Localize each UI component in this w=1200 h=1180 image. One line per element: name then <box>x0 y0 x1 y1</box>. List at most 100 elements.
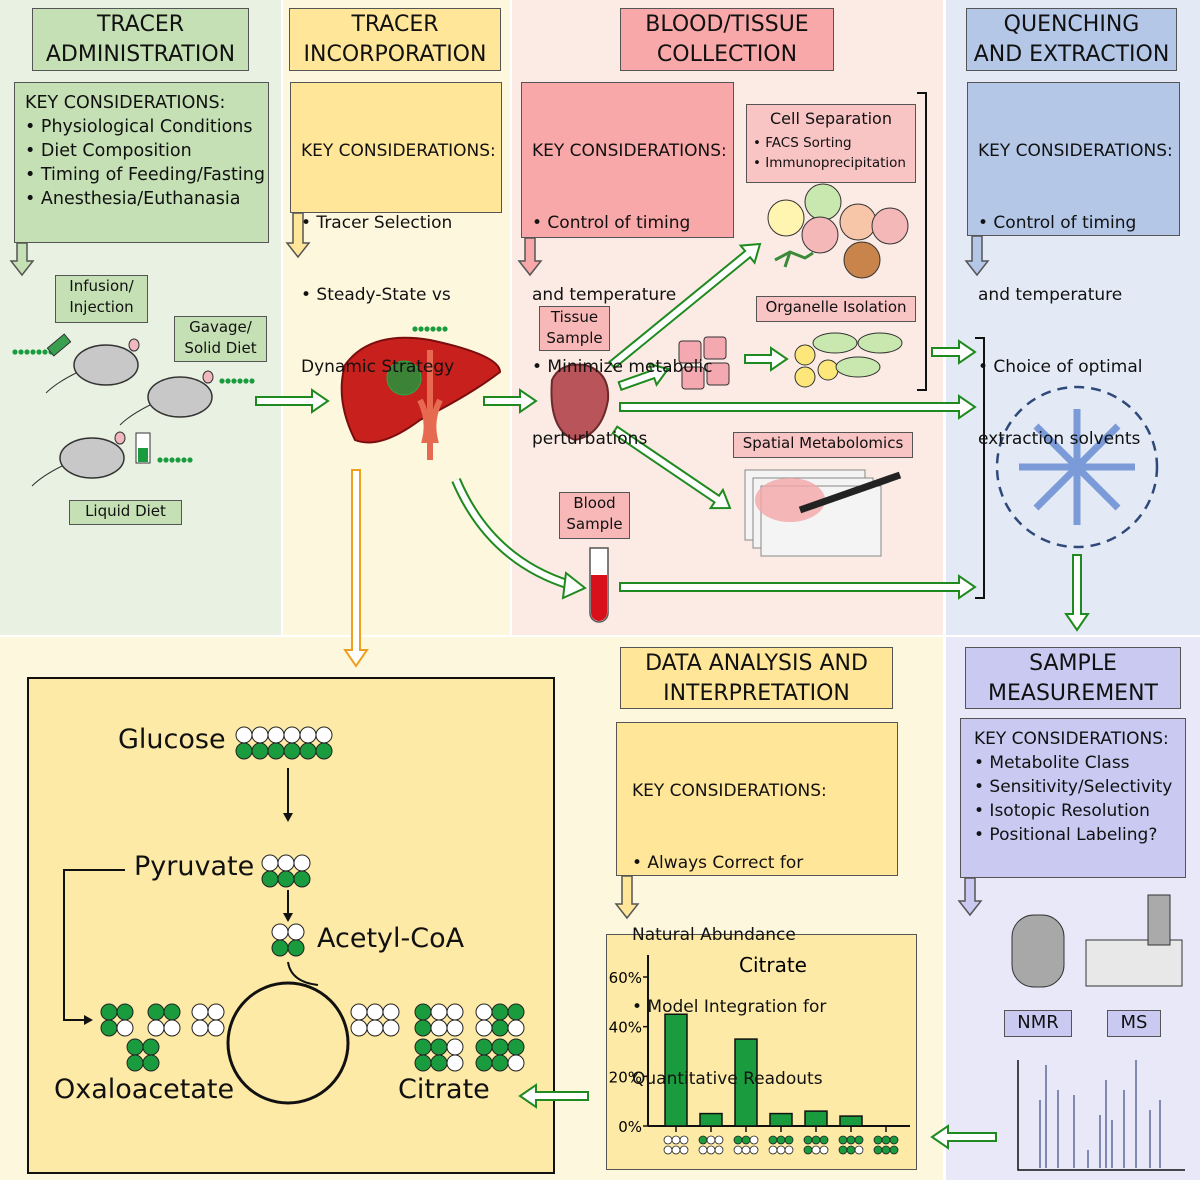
chart-title: Citrate <box>739 953 807 977</box>
key-item: Dynamic Strategy <box>301 357 455 377</box>
title-line: DATA ANALYSIS AND <box>645 651 868 676</box>
citrate-carbon-icon <box>507 1038 525 1056</box>
title-line: TRACER <box>96 12 185 37</box>
flow-arrow <box>931 339 977 365</box>
glucose-carbon-icon <box>283 726 301 744</box>
label-spatial-metabolomics: Spatial Metabolomics <box>733 432 913 458</box>
glucose-carbon-icon <box>315 742 333 760</box>
citrate-carbon-icon <box>475 1038 493 1056</box>
title-tracer-administration: TRACER ADMINISTRATION <box>32 8 249 71</box>
title-line: QUENCHING <box>1003 12 1140 37</box>
bottle-liquid-icon <box>138 448 148 462</box>
oxaloacetate-carbon-icon <box>163 1019 181 1037</box>
cell-icon <box>681 366 705 390</box>
cell-icon <box>804 183 842 221</box>
key-considerations-collection: KEY CONSIDERATIONS: • Control of timing … <box>521 82 734 449</box>
key-item: • Control of timing <box>532 213 691 233</box>
citrate-carbon-icon <box>366 1003 384 1021</box>
flow-arrow <box>518 1083 589 1109</box>
title-line: MEASUREMENT <box>988 681 1158 706</box>
probe-icon <box>798 471 902 514</box>
key-item: • Timing of Feeding/Fasting <box>25 165 265 185</box>
callout-pointer <box>517 237 543 277</box>
key-item: • Positional Labeling? <box>974 825 1158 845</box>
key-considerations-administration: KEY CONSIDERATIONS: • Physiological Cond… <box>14 82 269 243</box>
mouse-ear-icon <box>114 431 126 445</box>
label-line: Infusion/ <box>69 277 134 295</box>
key-item: perturbations <box>532 429 648 449</box>
title-quenching-extraction: QUENCHING AND EXTRACTION <box>966 8 1177 71</box>
oxaloacetate-carbon-icon <box>142 1054 160 1072</box>
flow-arrow <box>483 388 538 414</box>
x-label-carbon-icon <box>846 1135 856 1145</box>
mouse-icon <box>147 376 213 418</box>
label-line: Injection <box>69 298 134 316</box>
x-label-carbon-icon <box>803 1145 813 1155</box>
title-line: BLOOD/TISSUE <box>645 12 809 37</box>
label-pyruvate: Pyruvate <box>134 851 255 882</box>
citrate-carbon-icon <box>382 1019 400 1037</box>
citrate-carbon-icon <box>475 1054 493 1072</box>
neuron-icon <box>774 250 814 268</box>
tracer-dot-icon <box>157 457 163 463</box>
mouse-tail-icon <box>31 465 63 487</box>
chart-frame <box>606 934 917 1170</box>
cell-icon <box>767 199 805 237</box>
label-line: Sample <box>546 329 603 347</box>
mitochondria-icon <box>857 332 903 354</box>
tracer-dot-icon <box>18 349 24 355</box>
tracer-dot-icon <box>12 349 18 355</box>
title-line: AND EXTRACTION <box>973 42 1170 67</box>
citrate-carbon-icon <box>507 1054 525 1072</box>
glucose-carbon-icon <box>315 726 333 744</box>
callout-pointer <box>964 235 990 277</box>
x-label-carbon-icon <box>819 1135 829 1145</box>
callout-pointer <box>9 242 35 277</box>
pyruvate-carbon-icon <box>261 870 279 888</box>
flow-arrow <box>930 1124 997 1150</box>
x-label-carbon-icon <box>854 1145 864 1155</box>
glucose-carbon-icon <box>235 726 253 744</box>
oxaloacetate-carbon-icon <box>207 1019 225 1037</box>
x-label-carbon-icon <box>776 1145 786 1155</box>
citrate-carbon-icon <box>446 1054 464 1072</box>
snowflake-icon <box>1074 423 1121 470</box>
tracer-dot-icon <box>442 326 448 332</box>
key-item: • Anesthesia/Euthanasia <box>25 189 241 209</box>
syringe-icon <box>46 333 72 357</box>
glucose-carbon-icon <box>251 726 269 744</box>
oxaloacetate-carbon-icon <box>142 1038 160 1056</box>
citrate-carbon-icon <box>475 1003 493 1021</box>
key-considerations-incorporation: KEY CONSIDERATIONS: • Tracer Selection •… <box>290 82 502 377</box>
x-label-carbon-icon <box>749 1145 759 1155</box>
citrate-carbon-icon <box>507 1019 525 1037</box>
key-heading: KEY CONSIDERATIONS: <box>974 729 1169 749</box>
oxaloacetate-carbon-icon <box>100 1003 118 1021</box>
mouse-icon <box>73 344 139 386</box>
callout-pointer <box>285 212 311 259</box>
label-line: Tissue <box>550 308 599 326</box>
bar-M+3 <box>769 1112 793 1127</box>
quench-circle <box>995 385 1159 549</box>
title-line: ADMINISTRATION <box>45 42 236 67</box>
x-label-carbon-icon <box>873 1135 883 1145</box>
x-label-carbon-icon <box>679 1135 689 1145</box>
x-label-carbon-icon <box>741 1135 751 1145</box>
y-tick-label: 40% <box>609 1019 642 1037</box>
tracer-dot-icon <box>169 457 175 463</box>
tracer-dot-icon <box>42 349 48 355</box>
cell-icon <box>703 336 727 360</box>
organelle-icon <box>794 366 816 388</box>
label-line: Cell Separation <box>770 109 892 128</box>
oxaloacetate-carbon-icon <box>191 1003 209 1021</box>
pathway-arrow <box>287 961 319 986</box>
cell-icon <box>706 362 730 386</box>
x-label-carbon-icon <box>768 1135 778 1145</box>
x-label-carbon-icon <box>706 1135 716 1145</box>
flow-arrow <box>619 574 977 600</box>
label-blood-sample: Blood Sample <box>559 492 630 539</box>
key-item: • Tracer Selection <box>301 213 453 233</box>
ms-column-icon <box>1147 894 1171 946</box>
label-citrate: Citrate <box>398 1074 490 1105</box>
title-line: INTERPRETATION <box>663 681 850 706</box>
